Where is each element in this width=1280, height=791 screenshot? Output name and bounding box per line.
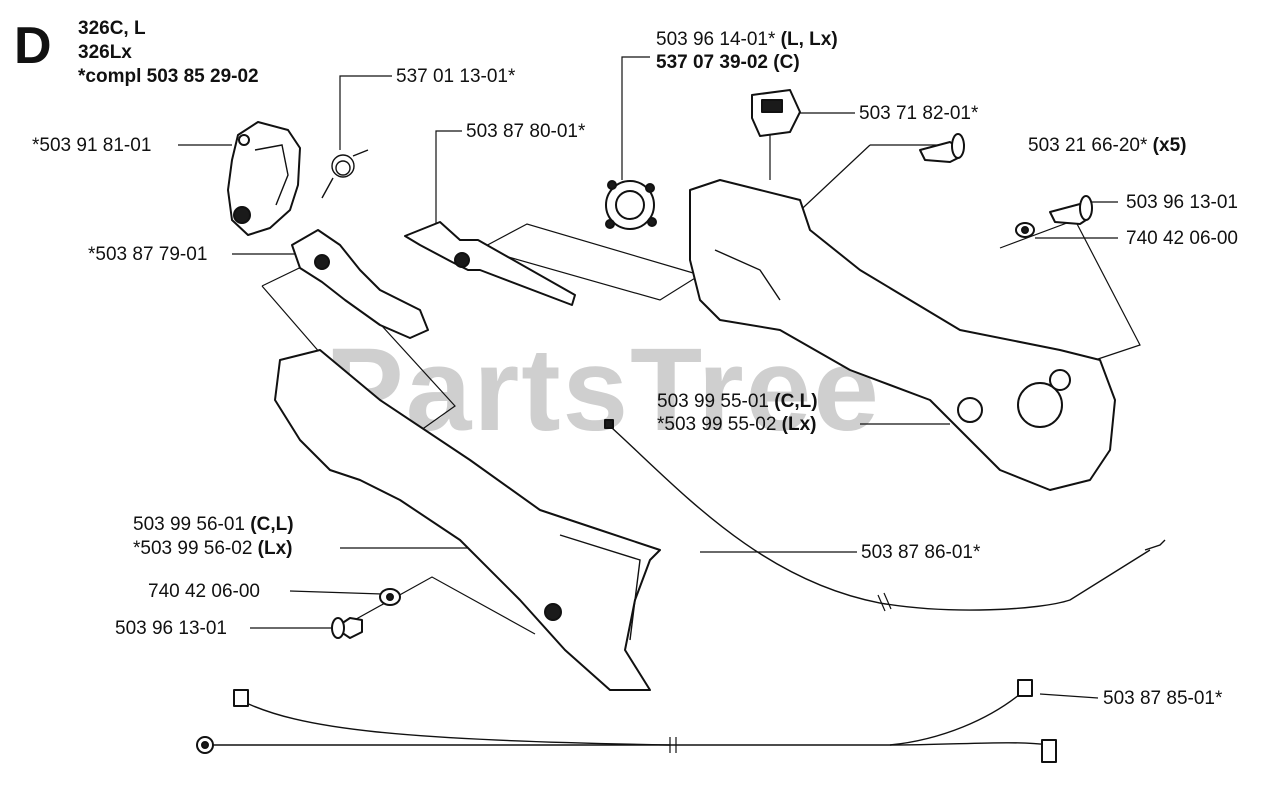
handle-housing-right-part bbox=[689, 179, 1116, 491]
diagram-section-letter: D bbox=[14, 17, 52, 75]
model-line-2: 326Lx bbox=[78, 42, 132, 63]
part-label-screw-left[interactable]: 503 96 13-01 bbox=[115, 618, 227, 639]
part-label-screw[interactable]: 503 21 66-20* (x5) bbox=[1028, 135, 1186, 157]
part-number: 503 99 56-01 bbox=[133, 514, 245, 535]
part-number: 503 96 14-01* bbox=[656, 29, 776, 50]
part-label-wire-harness[interactable]: 503 87 85-01* bbox=[1103, 688, 1223, 709]
part-label-throttle-cable[interactable]: 503 87 86-01* bbox=[861, 542, 981, 563]
clamp-bracket-part bbox=[227, 121, 301, 236]
throttle-cable-part bbox=[604, 419, 1166, 612]
model-line-1: 326C, L bbox=[78, 18, 146, 39]
part-label-lock-ring-l[interactable]: 503 96 14-01* (L, Lx) bbox=[656, 29, 838, 51]
part-label-lock-ring-c[interactable]: 537 07 39-02 (C) bbox=[656, 52, 800, 73]
part-label-switch[interactable]: 503 71 82-01* bbox=[859, 103, 979, 124]
washer-screw-left-parts bbox=[331, 588, 401, 639]
part-label-housing-right-cl[interactable]: 503 99 55-01 (C,L) bbox=[657, 391, 818, 413]
part-label-housing-left-cl[interactable]: 503 99 56-01 (C,L) bbox=[133, 514, 294, 536]
wire-harness-part bbox=[196, 679, 1057, 763]
part-number: 503 21 66-20* bbox=[1028, 135, 1148, 156]
part-label-washer-left[interactable]: 740 42 06-00 bbox=[148, 581, 260, 602]
part-quantity: (x5) bbox=[1152, 135, 1187, 156]
part-variant: (C,L) bbox=[774, 391, 818, 412]
trigger-part bbox=[291, 229, 429, 339]
part-label-trigger[interactable]: *503 87 79-01 bbox=[88, 244, 208, 265]
part-variant: (Lx) bbox=[257, 538, 293, 559]
model-complete-number: *compl 503 85 29-02 bbox=[78, 66, 259, 87]
part-label-housing-right-lx[interactable]: *503 99 55-02 (Lx) bbox=[657, 414, 817, 436]
part-label-throttle-lever[interactable]: 503 87 80-01* bbox=[466, 121, 586, 142]
part-variant: (L, Lx) bbox=[780, 29, 838, 50]
part-number: 503 99 55-01 bbox=[657, 391, 769, 412]
handle-housing-left-part bbox=[274, 349, 661, 691]
spring-part bbox=[321, 149, 369, 199]
part-label-screw-right[interactable]: 503 96 13-01 bbox=[1126, 192, 1238, 213]
part-label-spring[interactable]: 537 01 13-01* bbox=[396, 66, 516, 87]
throttle-lever-part bbox=[404, 221, 576, 306]
lock-ring-part bbox=[605, 180, 657, 230]
screw-parts bbox=[919, 133, 1093, 238]
part-label-clamp-bracket[interactable]: *503 91 81-01 bbox=[32, 135, 152, 156]
part-number: *503 99 56-02 bbox=[133, 538, 253, 559]
part-variant: (Lx) bbox=[781, 414, 817, 435]
switch-part bbox=[751, 89, 801, 137]
part-number: *503 99 55-02 bbox=[657, 414, 777, 435]
part-variant: (C,L) bbox=[250, 514, 294, 535]
part-label-washer-right[interactable]: 740 42 06-00 bbox=[1126, 228, 1238, 249]
part-label-housing-left-lx[interactable]: *503 99 56-02 (Lx) bbox=[133, 538, 293, 560]
